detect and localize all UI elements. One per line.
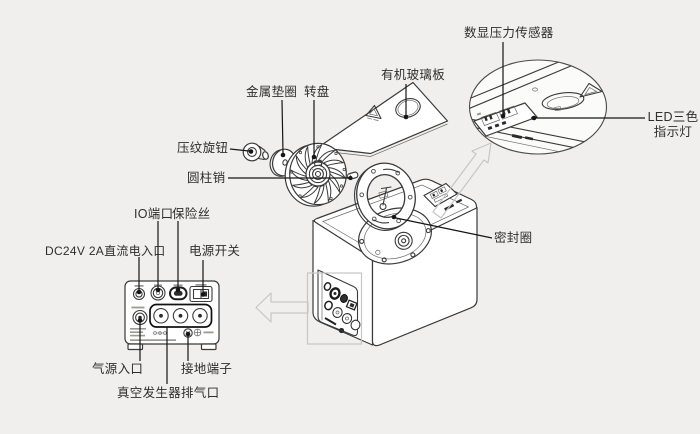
turntable-drawing <box>284 142 347 207</box>
acrylic-plate-drawing <box>317 81 449 157</box>
warning-triangle-icon <box>365 104 382 121</box>
callout-arrows <box>255 142 492 345</box>
label-led-line1: LED三色 <box>647 110 699 124</box>
box-connector-recess <box>317 269 361 337</box>
label-dc-input: DC24V 2A直流电入口 <box>45 244 166 258</box>
label-power-switch: 电源开关 <box>189 244 241 258</box>
label-io-port: IO端口 <box>134 207 174 221</box>
label-knurled-knob: 压纹旋钮 <box>177 141 229 155</box>
label-air-inlet: 气源入口 <box>92 362 144 376</box>
label-led-line2: 指示灯 <box>653 125 693 139</box>
label-ground-terminal: 接地端子 <box>181 362 233 376</box>
exhaust-ports <box>149 303 213 328</box>
chamber-mechanism <box>378 186 392 211</box>
label-pressure-sensor: 数显压力传感器 <box>464 26 554 40</box>
label-acrylic-plate: 有机玻璃板 <box>381 68 446 82</box>
rear-panel-drawing <box>124 280 220 351</box>
label-metal-washer: 金属垫圈 <box>246 85 298 99</box>
label-cylindrical-pin: 圆柱销 <box>187 171 226 185</box>
turntable-rim-holes <box>289 145 346 201</box>
device-box-drawing <box>312 178 478 347</box>
seal-ring-flange-drawing <box>354 162 416 231</box>
knob-drawing <box>242 142 269 162</box>
label-seal-ring: 密封圈 <box>494 231 533 245</box>
panel-foot-right <box>200 343 217 351</box>
label-fuse: 保险丝 <box>172 207 211 221</box>
panel-fine-print <box>130 328 176 341</box>
turntable-blades <box>290 144 346 204</box>
panel-foot-left <box>127 343 144 351</box>
label-turntable: 转盘 <box>304 85 330 99</box>
label-led-indicator: LED三色 指示灯 <box>646 110 700 140</box>
fuse-holder <box>169 286 188 301</box>
leader-lines <box>136 42 645 384</box>
diagonal-callout-arrow <box>432 142 492 219</box>
zoom-circle <box>468 59 608 155</box>
turntable-hub <box>305 159 331 187</box>
label-vacuum-exhaust: 真空发生器排气口 <box>117 386 220 400</box>
left-callout-arrow <box>255 292 309 323</box>
warning-triangle-icon <box>579 82 603 98</box>
chamber-recess <box>541 92 585 112</box>
